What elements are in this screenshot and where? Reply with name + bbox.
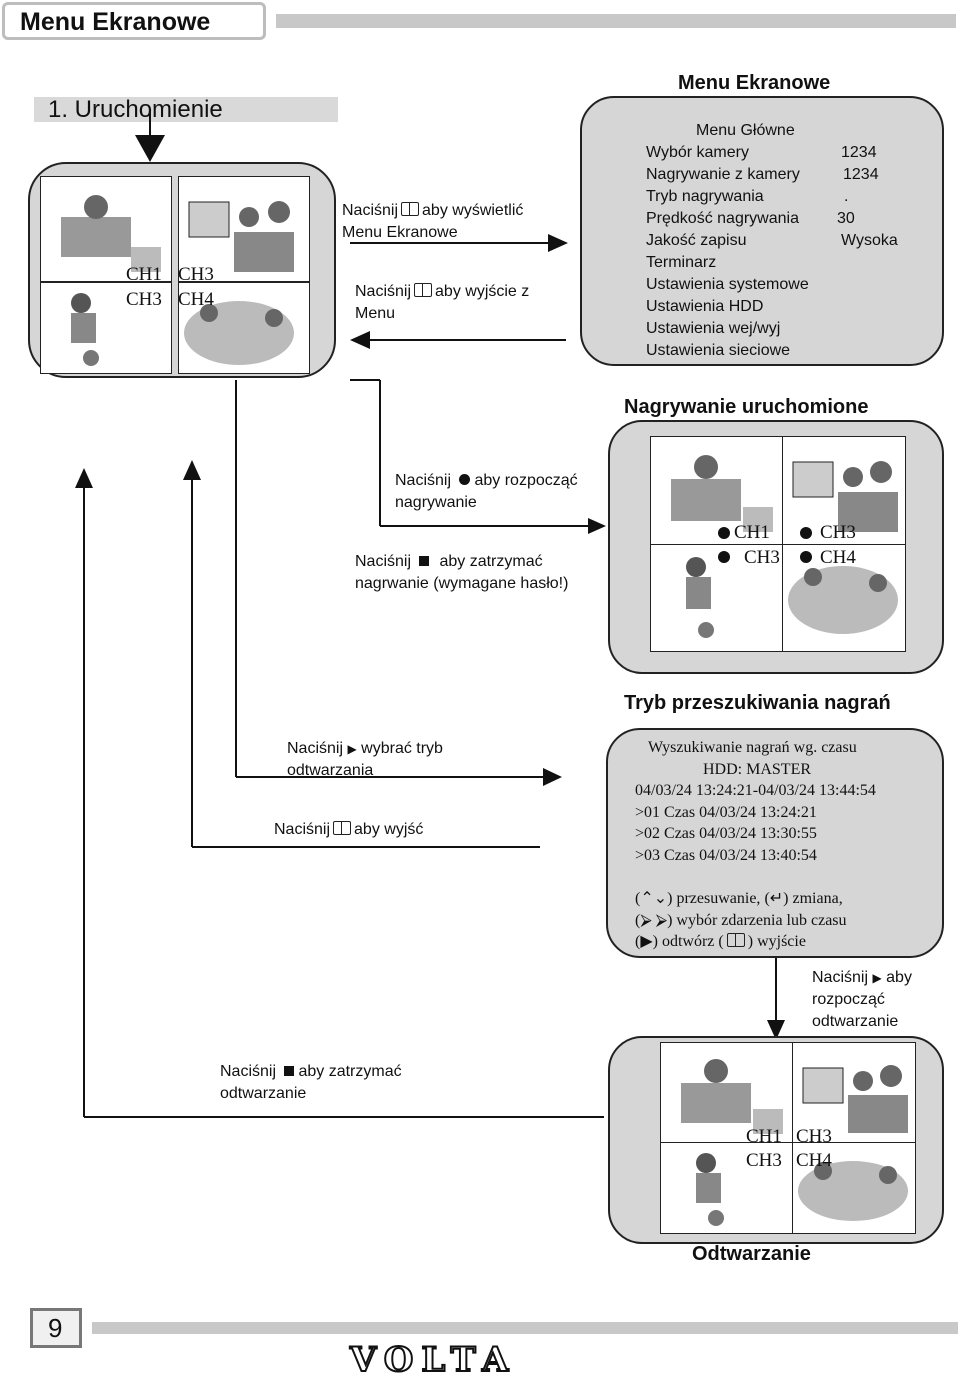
header-box [2,2,266,40]
ch-label-3: CH3 [744,547,780,568]
menu-item[interactable]: Ustawienia wej/wyj [646,320,781,337]
book-icon [333,821,352,835]
menu-item-value: 1234 [843,166,879,183]
recording-monitor: CH1 CH3 CH3 CH4 [608,420,944,674]
book-icon [401,202,420,216]
menu-item[interactable]: Ustawienia systemowe [646,276,809,293]
start-recording-note: Naciśnij aby rozpocząć nagrywanie [395,472,578,511]
record-dot-icon [800,551,812,563]
search-line: HDD: MASTER [703,761,812,778]
enter-icon: ↵ [769,890,784,907]
menu-item[interactable]: Ustawienia HDD [646,298,764,315]
camera-feed-1 [650,436,784,546]
record-dot-icon [459,474,471,485]
menu-item[interactable]: Wybór kamery [646,144,749,161]
play-triangle-icon: ▶ [347,742,357,756]
search-title: Tryb przeszukiwania nagrań [624,692,891,714]
footer-bar [92,1322,958,1334]
camera-feed-4 [792,1142,916,1234]
ch-label-4: CH4 [796,1150,832,1171]
up-down-arrow-icon: ⌃⌄ [640,890,668,907]
camera-feed-3 [650,544,784,652]
page-title: Menu Ekranowe [20,8,211,36]
help-line-3: (▶) odtwórz () wyjście [635,933,806,950]
ch-label-1: CH1 [126,264,162,285]
ch-label-2: CH3 [796,1126,832,1147]
ch-label-2: CH3 [820,522,856,543]
camera-feed-4 [782,544,906,652]
recording-title: Nagrywanie uruchomione [624,396,869,418]
ch-label-2: CH3 [178,264,214,285]
ch-label-3: CH3 [126,289,162,310]
menu-item-value: . [844,188,849,205]
page-number-box [30,1308,82,1348]
search-result[interactable]: >01 Czas 04/03/24 13:24:21 [635,804,817,821]
stop-square-icon [419,556,430,566]
playback-title: Odtwarzanie [692,1243,811,1265]
book-icon [414,283,433,297]
choose-playback-note: Naciśnij ▶ wybrać tryb odtwarzania [287,740,443,779]
search-result[interactable]: >02 Czas 04/03/24 13:30:55 [635,825,817,842]
search-panel [606,728,944,958]
stop-square-icon [284,1066,295,1076]
ch-label-1: CH1 [746,1126,782,1147]
book-icon [726,933,745,947]
menu-heading: Menu Główne [696,122,795,139]
section-title: 1. Uruchomienie [48,96,223,123]
menu-item[interactable]: Prędkość nagrywania [646,210,799,227]
camera-feed-1 [40,176,172,282]
ch-label-4: CH4 [820,547,856,568]
play-triangle-icon: ▶ [640,933,653,950]
menu-list: Menu Główne Wybór kamery 1234 Nagrywanie… [646,120,936,362]
ch-label-1: CH1 [734,522,770,543]
menu-item[interactable]: Ustawienia sieciowe [646,342,791,359]
stop-playback-note: Naciśnij aby zatrzymać odtwarzanie [220,1063,402,1102]
menu-item-value: 30 [837,210,855,227]
menu-item[interactable]: Nagrywanie z kamery [646,166,800,183]
ch-label-3: CH3 [746,1150,782,1171]
menu-item[interactable]: Terminarz [646,254,717,271]
help-line-2: (⮚ ⮚) wybór zdarzenia lub czasu [635,912,847,929]
camera-feed-2 [178,176,310,282]
menu-item[interactable]: Jakość zapisu [646,232,747,249]
volta-logo: VOLTA [349,1339,517,1380]
ch-label-4: CH4 [178,289,214,310]
search-result[interactable]: >03 Czas 04/03/24 13:40:54 [635,847,817,864]
page-number: 9 [48,1313,63,1343]
play-triangle-icon: ▶ [872,971,882,985]
menu-item[interactable]: Tryb nagrywania [646,188,764,205]
start-playback-note: Naciśnij ▶ aby rozpocząć odtwarzanie [812,969,912,1030]
record-dot-icon [800,527,812,539]
section-bar [34,97,338,122]
camera-feed-4 [178,282,310,374]
camera-monitor-1: CH1 CH3 CH3 CH4 [28,162,336,378]
camera-feed-2 [792,1042,916,1144]
playback-monitor: CH1 CH3 CH3 CH4 [608,1036,944,1244]
header-bar [276,14,956,28]
record-dot-icon [718,551,730,563]
stop-recording-note: Naciśnij aby zatrzymać nagrwanie (wymaga… [355,553,569,592]
camera-feed-3 [40,282,172,374]
help-line-1: (⌃⌄) przesuwanie, (↵) zmiana, [635,890,843,907]
menu-panel-title: Menu Ekranowe [678,72,831,94]
left-right-arrow-icon: ⮚ ⮚ [640,912,668,929]
menu-item-value: 1234 [841,144,877,161]
search-line: Wyszukiwanie nagrań wg. czasu [648,739,857,756]
menu-item-value: Wysoka [841,232,898,249]
record-dot-icon [718,527,730,539]
menu-panel [580,96,944,366]
search-line[interactable]: 04/03/24 13:24:21-04/03/24 13:44:54 [635,782,876,799]
